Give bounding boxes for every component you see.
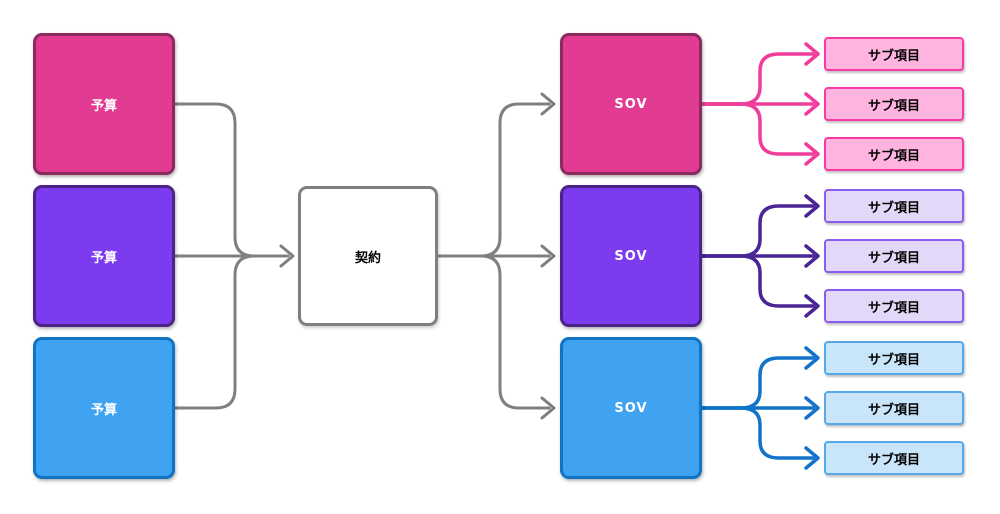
connector-contract-to-sov-top: [436, 102, 551, 258]
connector-contract-to-sov-bottom: [436, 254, 551, 410]
budget-node-label: 予算: [90, 98, 117, 114]
sov-node-label: SOV: [614, 400, 648, 416]
arrowhead-blue-mid-icon: [804, 396, 820, 420]
sub-item-pink-3: サブ項目: [824, 137, 964, 171]
sub-item-label: サブ項目: [867, 352, 920, 368]
sub-item-blue-2: サブ項目: [824, 391, 964, 425]
connector-pink-fan-up: [700, 52, 815, 106]
sub-item-label: サブ項目: [867, 200, 920, 216]
arrowhead-sov-top-icon: [540, 92, 556, 116]
arrowhead-sov-middle-icon: [540, 244, 556, 268]
arrowhead-blue-up-icon: [804, 346, 820, 370]
arrowhead-pink-up-icon: [804, 42, 820, 66]
sub-item-label: サブ項目: [867, 98, 920, 114]
sub-item-label: サブ項目: [867, 148, 920, 164]
sub-item-blue-1: サブ項目: [824, 341, 964, 375]
sov-node-pink: SOV: [560, 33, 702, 175]
sub-item-pink-2: サブ項目: [824, 87, 964, 121]
arrowhead-pink-down-icon: [804, 142, 820, 166]
arrowhead-pink-mid-icon: [804, 92, 820, 116]
arrowhead-purple-down-icon: [804, 294, 820, 318]
sub-item-label: サブ項目: [867, 48, 920, 64]
budget-node-pink: 予算: [33, 33, 175, 175]
budget-node-label: 予算: [90, 402, 117, 418]
connector-purple-fan-down: [700, 254, 815, 308]
sub-item-pink-1: サブ項目: [824, 37, 964, 71]
contract-node: 契約: [298, 186, 438, 326]
arrowhead-purple-up-icon: [804, 194, 820, 218]
sov-node-label: SOV: [614, 96, 648, 112]
budget-node-blue: 予算: [33, 337, 175, 479]
budget-node-purple: 予算: [33, 185, 175, 327]
sub-item-label: サブ項目: [867, 402, 920, 418]
sov-node-blue: SOV: [560, 337, 702, 479]
sub-item-purple-3: サブ項目: [824, 289, 964, 323]
arrowhead-into-contract-icon: [279, 244, 295, 268]
connector-blue-fan-up: [700, 356, 815, 410]
connector-budget-bottom-merge: [174, 254, 256, 410]
sov-node-purple: SOV: [560, 185, 702, 327]
connector-purple-fan-up: [700, 204, 815, 258]
arrowhead-blue-down-icon: [804, 446, 820, 470]
connector-blue-fan-down: [700, 406, 815, 460]
arrowhead-purple-mid-icon: [804, 244, 820, 268]
connector-pink-fan-down: [700, 102, 815, 156]
sub-item-blue-3: サブ項目: [824, 441, 964, 475]
sub-item-label: サブ項目: [867, 300, 920, 316]
budget-node-label: 予算: [90, 250, 117, 266]
sub-item-label: サブ項目: [867, 250, 920, 266]
sub-item-purple-1: サブ項目: [824, 189, 964, 223]
connector-budget-top-merge: [174, 102, 290, 258]
sov-node-label: SOV: [614, 248, 648, 264]
contract-node-label: 契約: [354, 250, 381, 266]
sub-item-purple-2: サブ項目: [824, 239, 964, 273]
arrowhead-sov-bottom-icon: [540, 396, 556, 420]
sub-item-label: サブ項目: [867, 452, 920, 468]
